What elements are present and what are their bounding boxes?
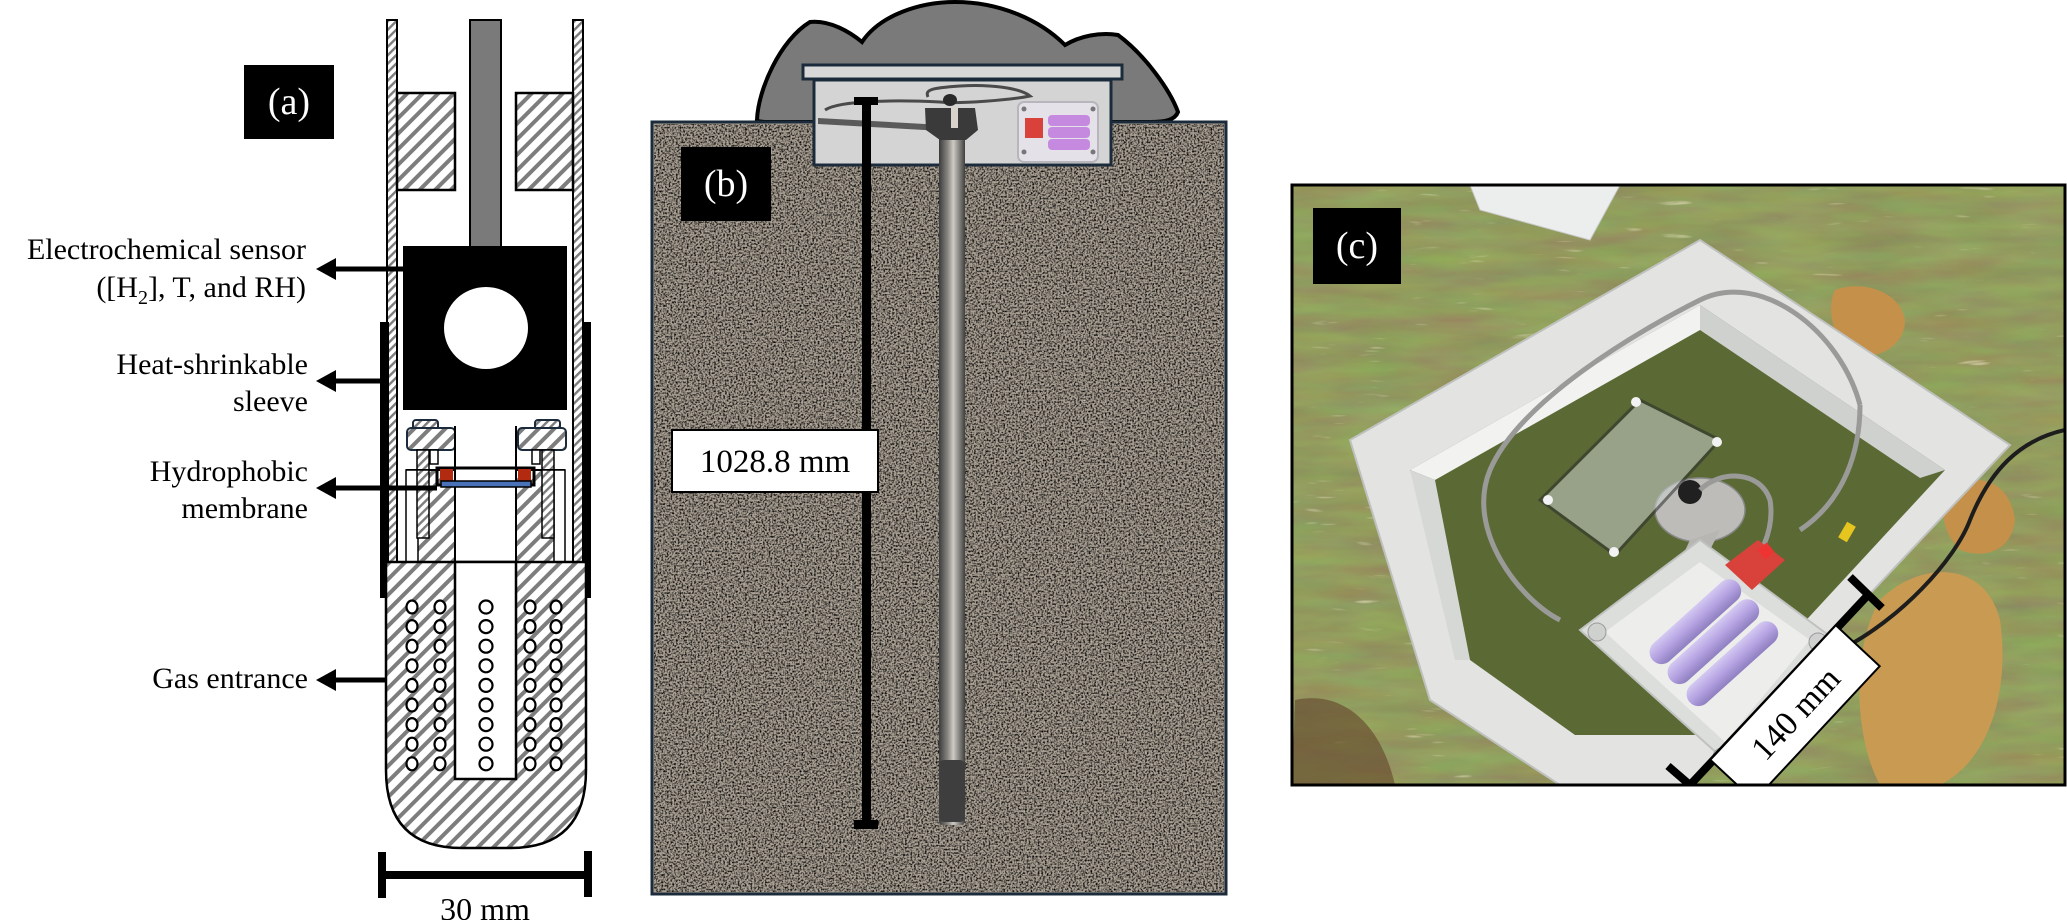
- gas-hole: [549, 716, 563, 733]
- gas-hole: [478, 599, 494, 615]
- probe-shaft: [939, 125, 965, 825]
- gas-hole: [549, 697, 563, 713]
- logger-box: [1017, 101, 1099, 163]
- gas-hole: [405, 638, 419, 654]
- gas-hole: [523, 658, 537, 674]
- heat-shrink-sleeve-left: [380, 322, 389, 598]
- tube-wall-right: [572, 19, 584, 643]
- hydrophobic-membrane: [440, 480, 532, 488]
- gas-hole: [405, 756, 419, 772]
- panel-c-tag-box: [1313, 208, 1401, 284]
- probe-tip: [939, 760, 965, 822]
- gas-hole: [478, 658, 494, 674]
- gas-hole: [405, 599, 419, 615]
- panel-c: 140 mm (c): [1290, 183, 2067, 787]
- gas-hole: [523, 756, 537, 772]
- gas-hole: [433, 658, 447, 674]
- gas-hole: [433, 638, 447, 654]
- enclosure-lid: [801, 63, 1124, 81]
- panel-b-tag-box: [681, 147, 771, 221]
- panel-c-tag: (c): [1336, 225, 1378, 267]
- gas-hole: [478, 716, 494, 733]
- gas-hole: [405, 736, 419, 752]
- gas-hole: [523, 599, 537, 615]
- gas-hole: [478, 677, 494, 694]
- panel-b: 1028.8 mm (b): [650, 0, 1228, 896]
- panel-a-tag-box: [244, 65, 334, 139]
- gas-hole: [549, 736, 563, 752]
- gas-hole: [549, 677, 563, 694]
- scale-label-1028mm: 1028.8 mm: [700, 444, 851, 480]
- scale-bar-30mm: [378, 851, 592, 898]
- callout-sleeve-line1: Heat-shrinkable: [116, 348, 308, 381]
- gas-hole: [478, 638, 494, 654]
- gas-hole: [405, 677, 419, 694]
- callout-sensor-line2: ([H2], T, and RH): [96, 271, 306, 309]
- spacer-block-right: [514, 91, 575, 192]
- gas-hole: [433, 618, 447, 635]
- gas-hole: [478, 618, 494, 635]
- scale-label-box-140mm: [1708, 623, 1882, 785]
- gas-hole: [433, 677, 447, 694]
- gas-hole: [405, 716, 419, 733]
- scale-label-box-1028mm: [671, 429, 879, 493]
- callout-sensor-subscript: 2: [138, 287, 148, 309]
- gas-hole: [549, 658, 563, 674]
- seal-ring-left: [440, 469, 453, 481]
- cable-rod: [469, 19, 502, 249]
- gas-hole: [549, 638, 563, 654]
- gas-hole: [405, 618, 419, 635]
- gas-hole: [523, 697, 537, 713]
- panel-a-tag: (a): [268, 81, 310, 123]
- heat-shrink-sleeve-right: [582, 322, 591, 598]
- callout-sensor-line2-post: ], T, and RH): [148, 271, 306, 304]
- scale-label-30mm: 30 mm: [440, 891, 530, 920]
- gas-hole: [523, 736, 537, 752]
- gas-hole: [433, 736, 447, 752]
- panel-b-tag: (b): [704, 163, 748, 205]
- gas-hole: [478, 756, 494, 772]
- gas-hole: [523, 638, 537, 654]
- callout-arrows: [316, 258, 437, 691]
- gas-entrance-tip: [384, 560, 588, 850]
- gas-hole: [549, 618, 563, 635]
- gas-hole: [478, 697, 494, 713]
- sensor-window: [444, 287, 528, 369]
- callout-sleeve-line2: sleeve: [233, 385, 308, 418]
- gas-hole: [433, 697, 447, 713]
- gas-holes: [405, 599, 563, 772]
- gas-hole: [405, 697, 419, 713]
- panel-a: Electrochemical sensor ([H2], T, and RH)…: [27, 19, 592, 920]
- enclosure-photo: [1348, 238, 2065, 785]
- gas-hole: [523, 618, 537, 635]
- gas-hole: [549, 599, 563, 615]
- gas-hole: [478, 736, 494, 752]
- gas-hole: [433, 716, 447, 733]
- callout-sensor-line1: Electrochemical sensor: [27, 233, 306, 266]
- gas-hole: [405, 658, 419, 674]
- callout-gas-entrance: Gas entrance: [152, 662, 308, 695]
- seal-ring-right: [518, 469, 531, 481]
- callout-membrane-line2: membrane: [181, 492, 308, 525]
- gas-hole: [523, 677, 537, 694]
- gas-hole: [549, 756, 563, 772]
- callout-membrane-line1: Hydrophobic: [150, 455, 308, 488]
- gas-hole: [433, 756, 447, 772]
- panel-c-frame: [1290, 183, 2067, 787]
- callout-sensor-line2-pre: ([H: [96, 271, 138, 304]
- gas-hole: [433, 599, 447, 615]
- gas-hole: [523, 716, 537, 733]
- spacer-block-left: [395, 91, 457, 192]
